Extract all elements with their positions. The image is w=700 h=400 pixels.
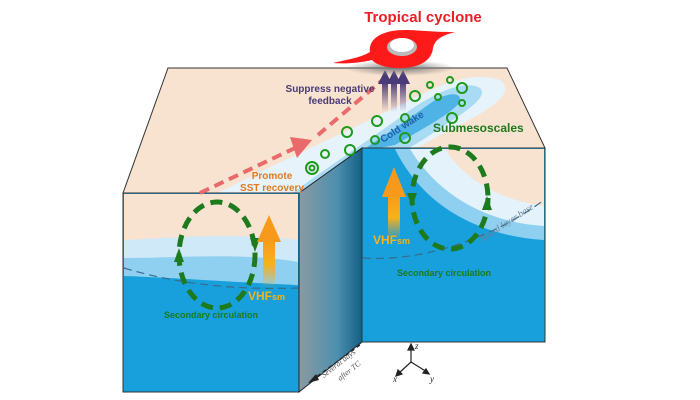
secondary-circulation-left-label: Secondary circulation bbox=[164, 310, 258, 320]
secondary-circulation-right-label: Secondary circulation bbox=[397, 268, 491, 278]
sst-arrow-tail bbox=[316, 76, 387, 137]
right-circulation-arrow-down bbox=[407, 193, 417, 207]
right-circulation-arrow-up bbox=[482, 196, 492, 210]
right-surface-layer bbox=[445, 149, 544, 206]
submesoscales-label: Submesoscales bbox=[433, 121, 524, 135]
vhf-right-label: VHFsm bbox=[373, 233, 410, 247]
right-mixed-layer-base bbox=[362, 199, 545, 260]
axis-z-label: z bbox=[414, 341, 419, 351]
axis-y-label: y bbox=[429, 374, 434, 384]
time-arrow bbox=[311, 344, 361, 381]
vhf-arrow-right bbox=[382, 167, 406, 240]
vhf-arrow-left bbox=[257, 215, 281, 288]
axis-x-label: x bbox=[392, 374, 397, 384]
tropical-cyclone-icon bbox=[333, 30, 455, 68]
left-circulation-arrow-up bbox=[174, 248, 184, 262]
promote-label-line1: Promote bbox=[252, 171, 293, 182]
title-tropical-cyclone: Tropical cyclone bbox=[364, 9, 482, 26]
suppress-label-line2: feedback bbox=[308, 96, 352, 107]
time-arrowhead bbox=[308, 374, 319, 383]
cold-wake-core bbox=[360, 94, 461, 152]
vhf-left-label: VHFsm bbox=[248, 289, 285, 303]
left-mixed-layer-base bbox=[123, 267, 299, 290]
sst-arrowhead bbox=[290, 137, 312, 158]
submesoscale-eddies bbox=[305, 76, 468, 175]
axes-icon bbox=[395, 342, 431, 377]
suppress-label-line1: Suppress negative bbox=[286, 84, 375, 95]
feedback-arrows bbox=[378, 70, 410, 112]
sst-recovery-arrow bbox=[199, 146, 296, 195]
promote-label-line2: SST recovery bbox=[240, 183, 304, 194]
